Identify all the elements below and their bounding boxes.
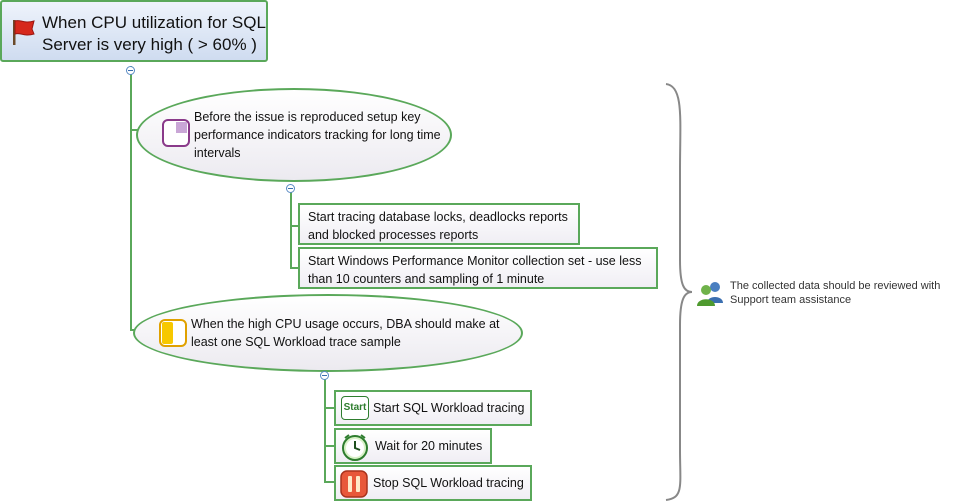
subtopic-perfmon-collection[interactable]: Start Windows Performance Monitor collec… (298, 247, 658, 289)
task-quarter-icon (162, 119, 190, 147)
alarm-clock-icon (342, 434, 368, 461)
collapse-toggle-topic-2[interactable] (320, 371, 329, 380)
subtopic-wait[interactable]: Wait for 20 minutes (334, 428, 492, 464)
subtopic-stop-tracing[interactable]: Stop SQL Workload tracing (334, 465, 532, 501)
flag-icon (13, 20, 35, 45)
subtopic-start-tracing-label: Start SQL Workload tracing (373, 401, 525, 415)
callout-note: The collected data should be reviewed wi… (730, 280, 941, 306)
subtopic-stop-tracing-label: Stop SQL Workload tracing (373, 476, 524, 490)
subtopic-wait-label: Wait for 20 minutes (375, 439, 483, 453)
topic-1-label: Before the issue is reproduced setup key… (194, 110, 441, 160)
grouping-brace (665, 83, 693, 501)
subtopic-locks-tracing-label: Start tracing database locks, deadlocks … (308, 210, 568, 242)
root-topic[interactable]: When CPU utilization for SQL Server is v… (0, 0, 268, 62)
collapse-toggle-root[interactable] (126, 66, 135, 75)
subtopic-start-tracing[interactable]: Start Start SQL Workload tracing (334, 390, 532, 426)
pause-icon (340, 470, 368, 498)
collapse-toggle-topic-1[interactable] (286, 184, 295, 193)
start-icon: Start (341, 396, 369, 420)
topic-1[interactable]: Before the issue is reproduced setup key… (136, 88, 452, 182)
people-icon (697, 282, 723, 306)
root-topic-label: When CPU utilization for SQL Server is v… (42, 13, 266, 54)
subtopic-perfmon-collection-label: Start Windows Performance Monitor collec… (308, 254, 642, 286)
topic-2-label: When the high CPU usage occurs, DBA shou… (191, 317, 500, 349)
topic-2[interactable]: When the high CPU usage occurs, DBA shou… (133, 294, 523, 372)
task-half-icon (159, 319, 187, 347)
subtopic-locks-tracing[interactable]: Start tracing database locks, deadlocks … (298, 203, 580, 245)
